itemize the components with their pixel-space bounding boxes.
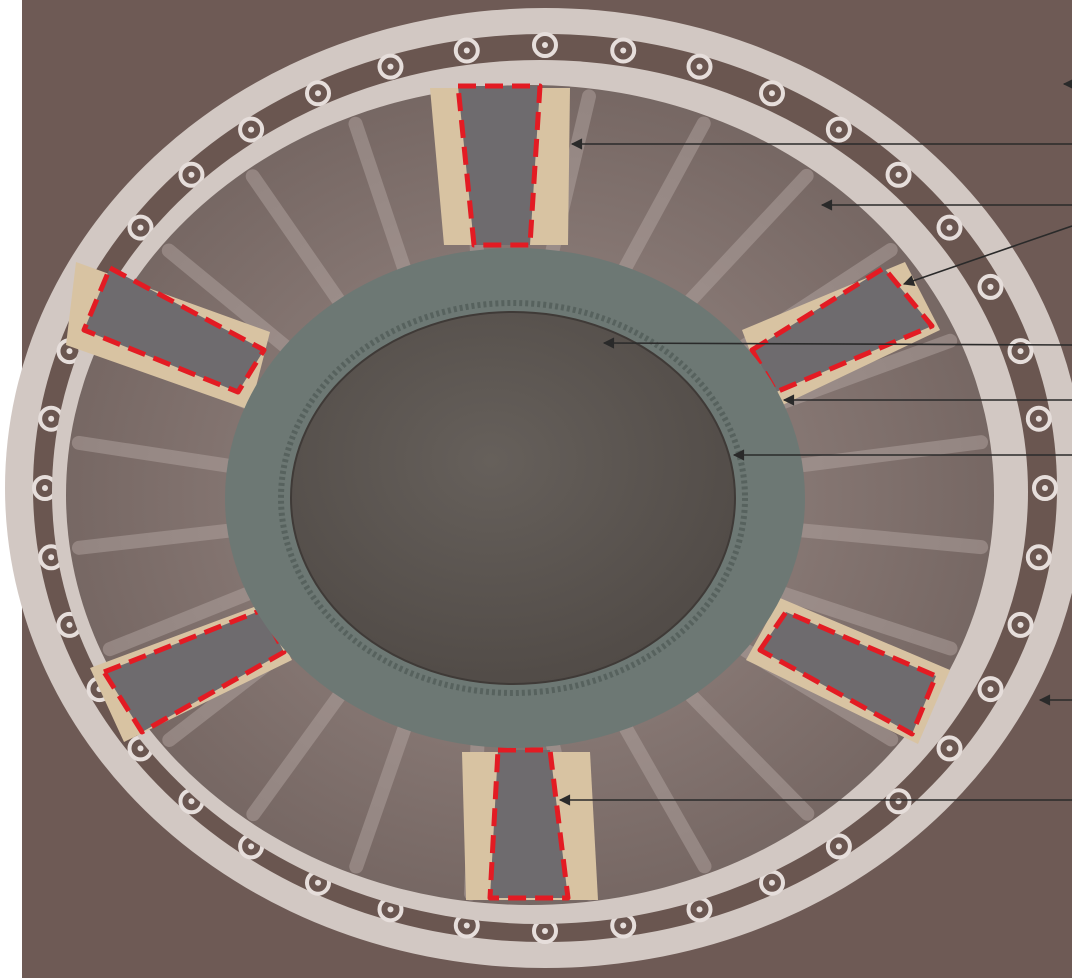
inlay-bottom xyxy=(462,750,598,900)
inlay-top xyxy=(430,86,570,245)
center-disc xyxy=(291,312,735,684)
